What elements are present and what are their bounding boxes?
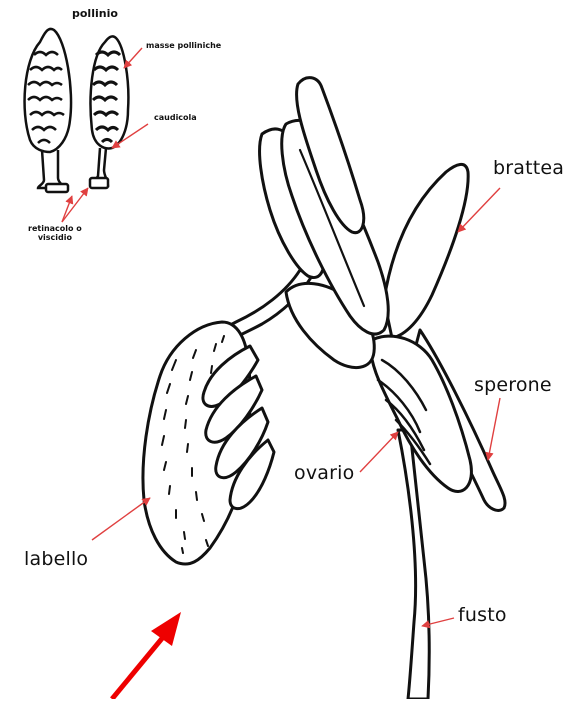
stem <box>398 430 429 699</box>
orchid-flower <box>143 78 505 699</box>
label-masse-polliniche: masse polliniche <box>146 41 221 50</box>
label-pollinio: pollinio <box>72 7 118 20</box>
label-caudicola: caudicola <box>154 113 197 122</box>
retinacolo-leader-a <box>62 196 72 222</box>
label-fusto: fusto <box>458 604 507 626</box>
label-brattea: brattea <box>493 157 564 179</box>
label-sperone: sperone <box>474 374 552 396</box>
label-labello: labello <box>24 548 88 570</box>
pollinium-left <box>25 29 71 192</box>
label-retinacolo-line1: retinacolo o <box>28 224 82 233</box>
ovario-leader <box>360 432 398 472</box>
bract <box>384 164 468 338</box>
masse-polliniche-leader <box>124 48 142 68</box>
label-retinacolo-line2: viscidio <box>28 233 82 242</box>
labello-leader <box>92 498 150 540</box>
label-retinacolo: retinacolo o viscidio <box>28 224 82 242</box>
label-ovario: ovario <box>294 462 354 484</box>
ovary <box>371 336 472 491</box>
sperone-leader <box>488 398 500 460</box>
pollinium-right <box>90 36 128 188</box>
red-pointer-arrow <box>112 612 181 699</box>
